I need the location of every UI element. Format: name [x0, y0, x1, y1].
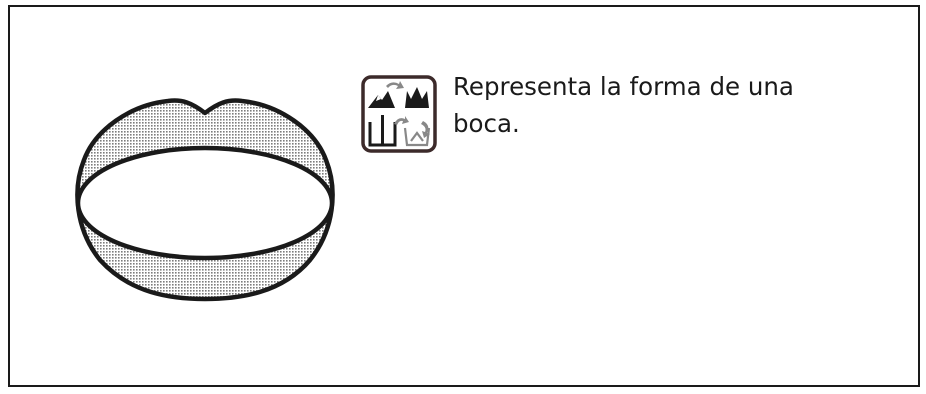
- arrow-right-icon: [386, 81, 404, 89]
- description-text: Representa la forma de una boca.: [453, 72, 794, 138]
- arrow-curve-icon: [421, 121, 430, 138]
- ancient-glyph-icon: [405, 87, 429, 108]
- character-icon: [368, 115, 397, 147]
- arrow-left-icon: [394, 116, 409, 125]
- mouth-opening: [75, 145, 335, 261]
- pictograph-origin-icon: [361, 75, 437, 153]
- mouth-drawing: [75, 98, 335, 302]
- content-frame: [8, 5, 920, 387]
- outline-glyph-icon: [403, 127, 431, 147]
- mountain-icon: [368, 91, 395, 108]
